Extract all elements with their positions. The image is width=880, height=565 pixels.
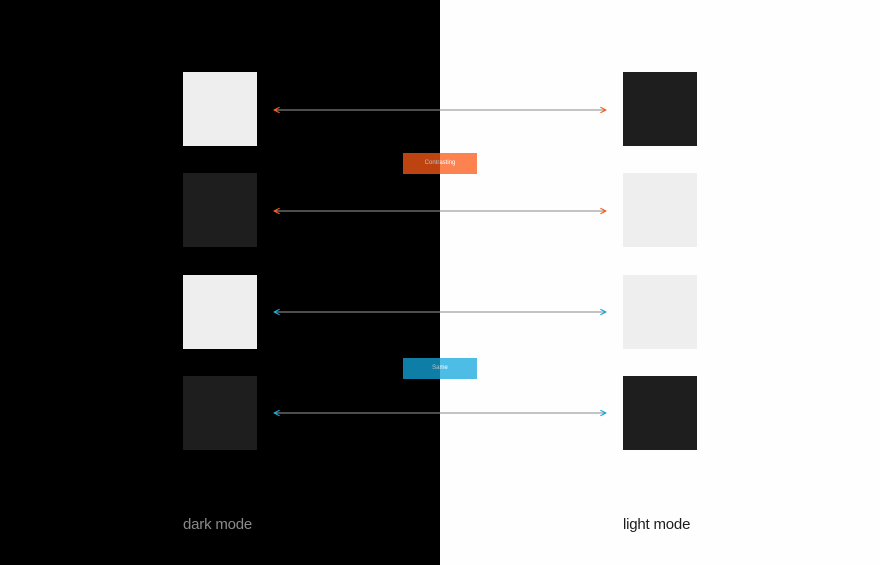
dark-mode-swatch-2 [183, 173, 257, 247]
same-tag: Same [403, 358, 477, 379]
dark-mode-swatch-1 [183, 72, 257, 146]
contrasting-tag: Contrasting [403, 153, 477, 174]
light-mode-swatch-2 [623, 173, 697, 247]
light-mode-swatch-4 [623, 376, 697, 450]
contrasting-tag-label: Contrasting [424, 160, 456, 166]
dark-mode-label: dark mode [183, 516, 253, 533]
same-tag-label: Same [432, 365, 448, 371]
dark-mode-swatch-3 [183, 275, 257, 349]
light-mode-label: light mode [623, 516, 691, 533]
dark-mode-swatch-4 [183, 376, 257, 450]
light-mode-swatch-1 [623, 72, 697, 146]
light-mode-swatch-3 [623, 275, 697, 349]
